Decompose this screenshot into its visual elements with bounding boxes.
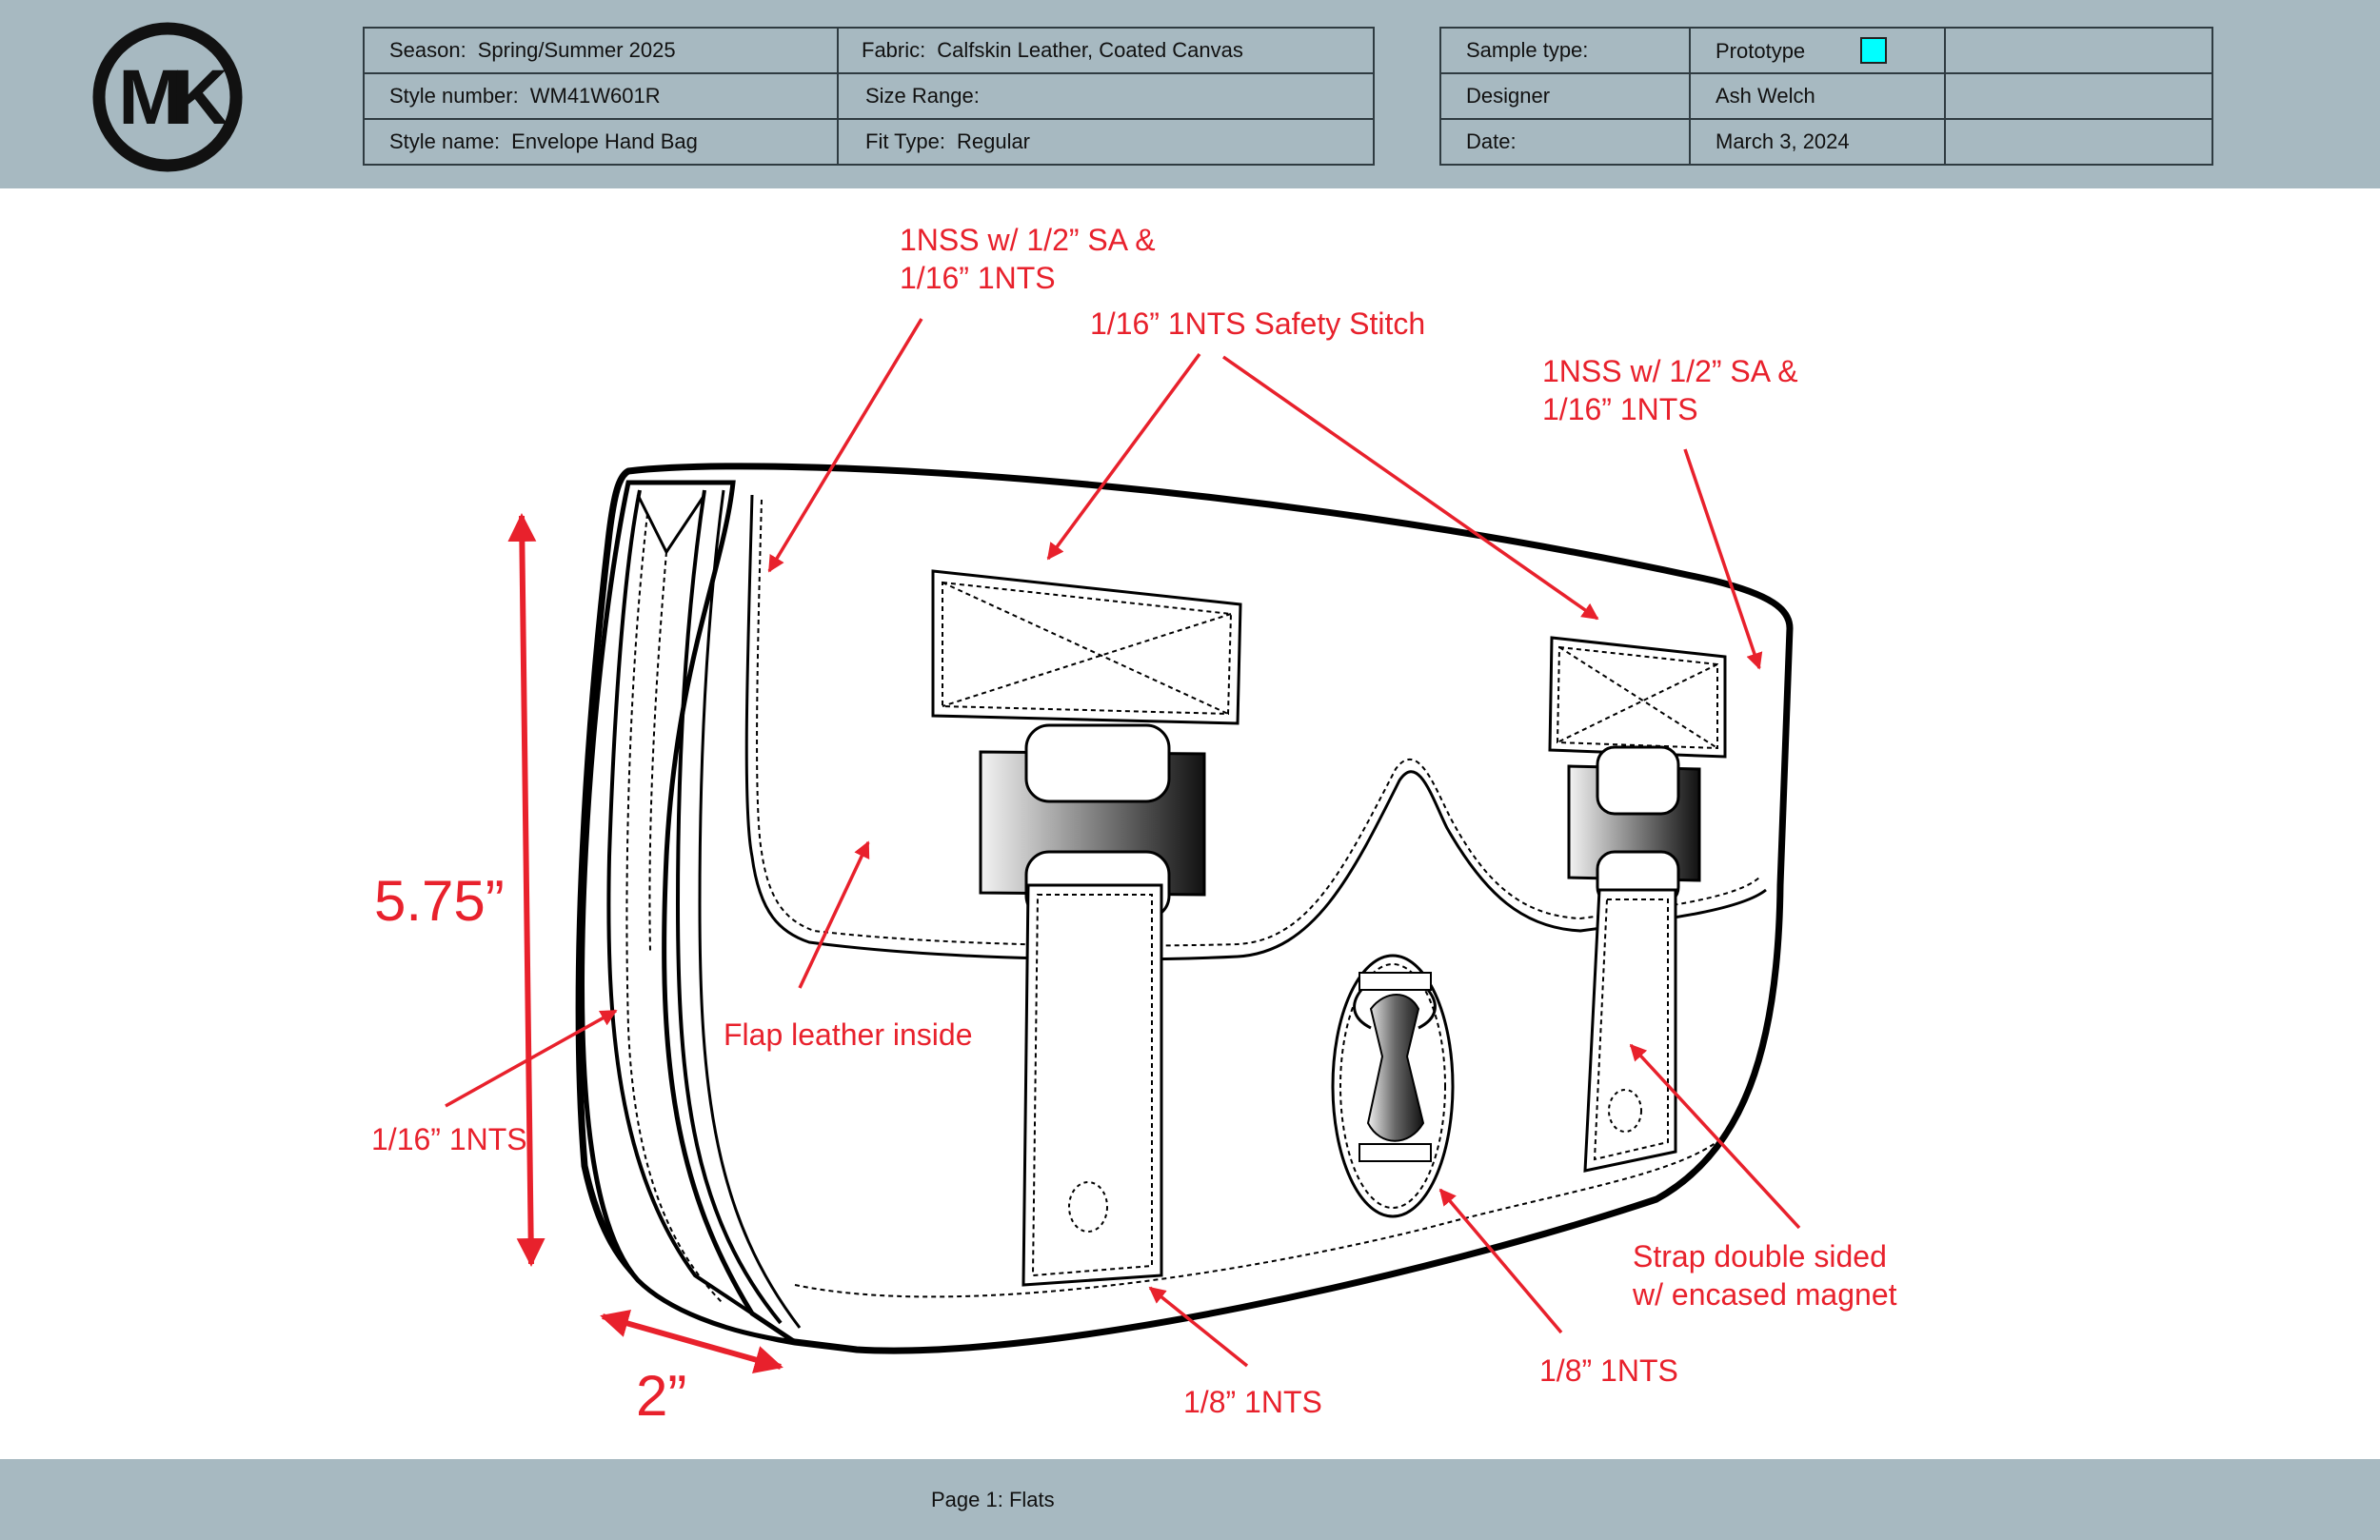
- fabric-value: Calfskin Leather, Coated Canvas: [937, 38, 1243, 62]
- annotation-nss-left-line1: 1NSS w/ 1/2” SA &: [900, 223, 1156, 257]
- dimension-depth-line: [600, 1309, 783, 1374]
- size-range-label: Size Range:: [865, 84, 980, 108]
- footer-band: [0, 1459, 2380, 1540]
- season-label: Season:: [389, 38, 466, 62]
- fit-type-label: Fit Type:: [865, 129, 945, 153]
- annotation-safety-stitch: 1/16” 1NTS Safety Stitch: [1090, 306, 1426, 341]
- style-name-cell: Style name: Envelope Hand Bag: [363, 118, 839, 166]
- left-strap-tab: [931, 569, 1242, 725]
- arrow-strap: [1629, 1043, 1801, 1230]
- designer-label: Designer: [1439, 72, 1691, 120]
- mk-logo: MK: [92, 22, 243, 172]
- right-buckle: [1567, 745, 1701, 906]
- annotation-clasp-nts: 1/8” 1NTS: [1539, 1353, 1678, 1388]
- empty-cell-1: [1944, 27, 2213, 74]
- arrow-nss-left: [767, 318, 923, 573]
- annotation-bottom-nts: 1/8” 1NTS: [1183, 1385, 1322, 1419]
- dimension-depth-label: 2”: [636, 1364, 687, 1428]
- arrow-clasp-nts: [1438, 1188, 1563, 1334]
- empty-cell-3: [1944, 118, 2213, 166]
- right-strap: [1583, 888, 1677, 1173]
- arrow-nss-right: [1683, 448, 1763, 670]
- annotation-nss-right-line2: 1/16” 1NTS: [1542, 392, 1698, 426]
- arrow-safety-left: [1046, 352, 1201, 561]
- style-number-label: Style number:: [389, 84, 519, 108]
- annotation-strap-line1: Strap double sided: [1633, 1239, 1887, 1273]
- annotation-side-nts: 1/16” 1NTS: [371, 1122, 527, 1156]
- style-number-cell: Style number: WM41W601R: [363, 72, 839, 120]
- annotation-arrows: [445, 318, 1801, 1374]
- sample-type-label: Sample type:: [1439, 27, 1691, 74]
- dimension-height-line: [507, 513, 545, 1267]
- annotation-nss-right-line1: 1NSS w/ 1/2” SA &: [1542, 354, 1798, 388]
- fabric-label: Fabric:: [862, 38, 926, 62]
- size-range-cell: Size Range:: [837, 72, 1375, 120]
- annotation-nss-left-line2: 1/16” 1NTS: [900, 261, 1056, 295]
- annotation-strap: Strap double sided w/ encased magnet: [1633, 1237, 1897, 1313]
- annotation-strap-line2: w/ encased magnet: [1633, 1277, 1897, 1312]
- style-number-value: WM41W601R: [529, 84, 661, 108]
- arrow-safety-right: [1221, 355, 1599, 621]
- bag-outline: [575, 463, 1794, 1354]
- annotation-nss-left: 1NSS w/ 1/2” SA & 1/16” 1NTS: [900, 221, 1156, 297]
- spec-table-right: Sample type: Prototype Designer Ash Welc…: [1439, 27, 2213, 166]
- sample-type-cell: Prototype: [1689, 27, 1946, 74]
- annotation-flap-leather: Flap leather inside: [724, 1017, 973, 1052]
- annotation-nss-right: 1NSS w/ 1/2” SA & 1/16” 1NTS: [1542, 352, 1798, 428]
- designer-value: Ash Welch: [1689, 72, 1946, 120]
- spec-table-left: Season: Spring/Summer 2025 Fabric: Calfski…: [363, 27, 1375, 166]
- arrow-bottom-nts: [1148, 1286, 1249, 1368]
- style-name-value: Envelope Hand Bag: [511, 129, 698, 153]
- fabric-cell: Fabric: Calfskin Leather, Coated Canvas: [837, 27, 1375, 74]
- fit-type-cell: Fit Type: Regular: [837, 118, 1375, 166]
- style-name-label: Style name:: [389, 129, 501, 153]
- right-strap-tab: [1548, 636, 1727, 759]
- sample-type-value: Prototype: [1716, 39, 1806, 63]
- center-clasp: [1331, 954, 1455, 1218]
- season-value: Spring/Summer 2025: [477, 38, 676, 62]
- season-cell: Season: Spring/Summer 2025: [363, 27, 839, 74]
- fit-type-value: Regular: [956, 129, 1031, 153]
- dimension-height-label: 5.75”: [374, 869, 505, 933]
- page-label: Page 1: Flats: [931, 1488, 1055, 1511]
- empty-cell-2: [1944, 72, 2213, 120]
- prototype-color-swatch: [1860, 37, 1888, 64]
- date-value: March 3, 2024: [1689, 118, 1946, 166]
- left-strap: [1021, 883, 1163, 1287]
- arrow-flap: [798, 840, 870, 989]
- date-label: Date:: [1439, 118, 1691, 166]
